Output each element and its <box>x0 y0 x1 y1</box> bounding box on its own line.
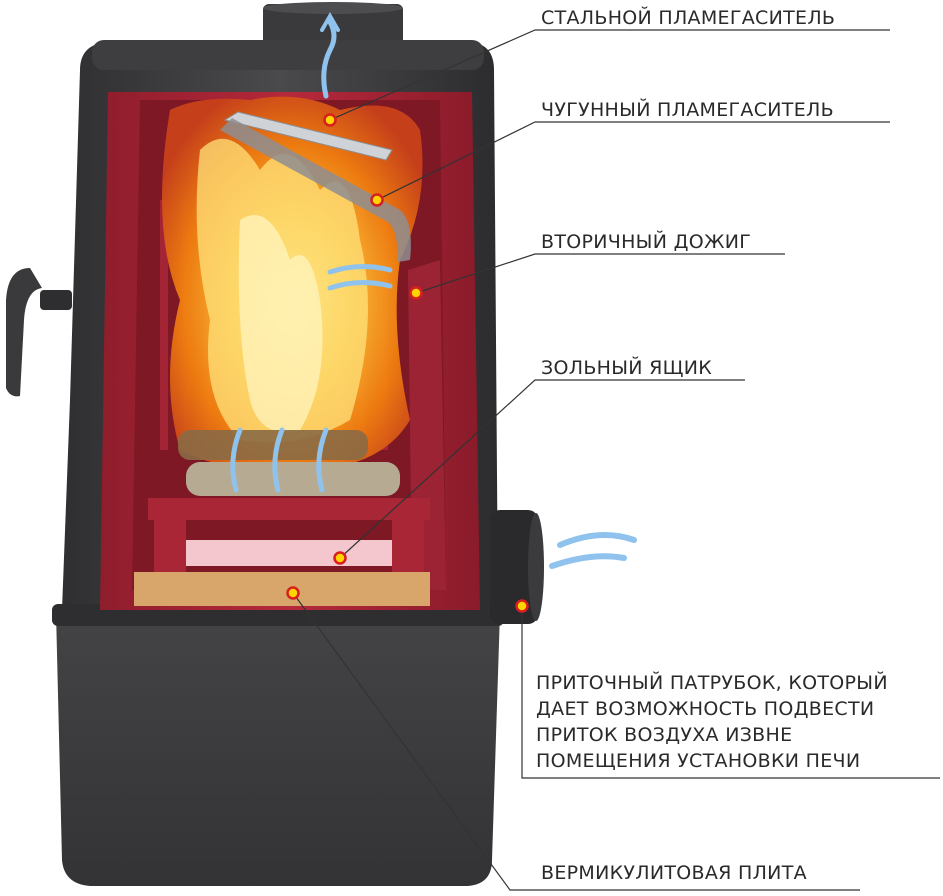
marker-ash-box <box>333 551 347 565</box>
air-flow-arrows <box>230 11 637 569</box>
label-vermiculite-plate: ВЕРМИКУЛИТОВАЯ ПЛИТА <box>541 862 807 884</box>
label-secondary-burn: ВТОРИЧНЫЙ ДОЖИГ <box>541 231 752 253</box>
baffles <box>220 111 411 262</box>
door-handle <box>6 268 72 397</box>
label-cast-iron-baffle: ЧУГУННЫЙ ПЛАМЕГАСИТЕЛЬ <box>541 99 834 121</box>
marker-secondary-burn <box>409 286 423 300</box>
label-steel-baffle: СТАЛЬНОЙ ПЛАМЕГАСИТЕЛЬ <box>541 7 836 29</box>
air-inlet-pipe <box>490 510 544 624</box>
marker-vermiculite-plate <box>286 586 300 600</box>
label-air-inlet-line-4: ПОМЕЩЕНИЯ УСТАНОВКИ ПЕЧИ <box>536 750 861 772</box>
stove-base <box>52 604 504 886</box>
label-air-inlet-line-1: ПРИТОЧНЫЙ ПАТРУБОК, КОТОРЫЙ <box>536 672 888 694</box>
label-air-inlet-line-3: ПРИТОК ВОЗДУХА ИЗВНЕ <box>536 724 793 746</box>
marker-air-inlet <box>515 599 529 613</box>
grate-ash-box <box>148 498 430 578</box>
markers <box>286 113 529 613</box>
logs <box>178 430 400 496</box>
leader-lines <box>292 29 940 891</box>
marker-steel-baffle <box>323 113 337 127</box>
label-air-inlet-line-2: ДАЕТ ВОЗМОЖНОСТЬ ПОДВЕСТИ <box>536 698 875 720</box>
label-air-inlet: ПРИТОЧНЫЙ ПАТРУБОК, КОТОРЫЙ ДАЕТ ВОЗМОЖН… <box>536 670 888 774</box>
marker-cast-iron-baffle <box>370 193 384 207</box>
vermiculite-plate-shape <box>134 572 430 606</box>
label-ash-box: ЗОЛЬНЫЙ ЯЩИК <box>541 357 713 379</box>
